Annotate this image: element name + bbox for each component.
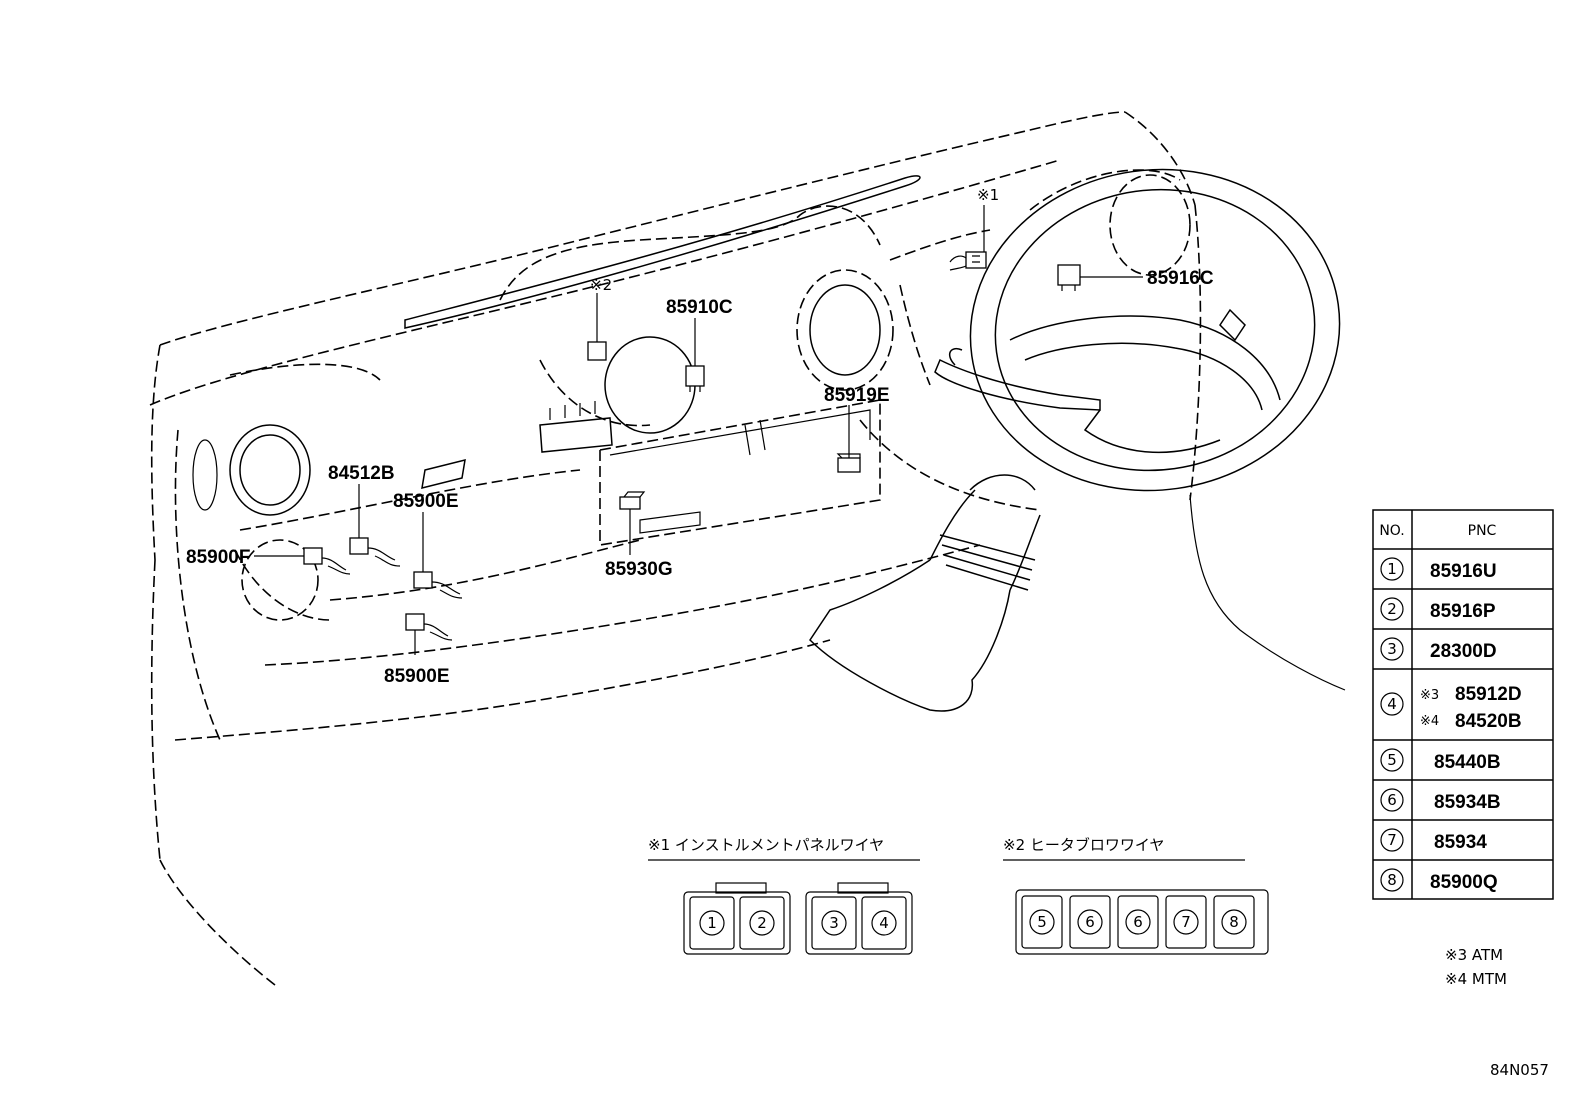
- connector-slot-number: 8: [1229, 913, 1239, 931]
- connector-slot-number: 6: [1085, 913, 1095, 931]
- steering-wheel: [809, 168, 1341, 712]
- table-row-pnc: 85912D: [1455, 684, 1522, 705]
- pnc-table: NO. PNC 1 85916U 2 85916P 3 28300D 4 ※3 …: [1372, 509, 1554, 900]
- callout-label: 85919E: [824, 385, 890, 406]
- table-row-pnc: 85916P: [1430, 601, 1496, 622]
- connector-slot-number: 6: [1133, 913, 1143, 931]
- relay-note1: [949, 251, 987, 271]
- table-row-pnc: 85934B: [1434, 792, 1501, 813]
- note-mark: ※1: [977, 186, 999, 204]
- note-mark: ※2: [590, 276, 612, 294]
- table-row-mark: ※4: [1420, 714, 1439, 729]
- callout-labels: 85916C 85910C 85919E 84512B 85900E 85900…: [186, 186, 1214, 687]
- connector-slot-number: 7: [1181, 913, 1191, 931]
- table-row-pnc: 85440B: [1434, 752, 1501, 773]
- relay-symbols: [303, 251, 1081, 641]
- table-row-no: 4: [1387, 695, 1397, 713]
- footnote-atm: ※3 ATM: [1445, 946, 1503, 964]
- table-row-pnc: 85900Q: [1430, 872, 1498, 893]
- table-row-no: 3: [1387, 640, 1397, 658]
- connector-slot-number: 5: [1037, 913, 1047, 931]
- wire1-title: ※1 インストルメントパネルワイヤ: [648, 836, 884, 854]
- relay-85900e-lower: [405, 613, 453, 641]
- footnotes: ※3 ATM ※4 MTM 84N057: [1445, 946, 1549, 1079]
- callout-label: 85900E: [393, 491, 459, 512]
- callout-label: 85930G: [605, 559, 673, 580]
- table-row-no: 5: [1387, 751, 1397, 769]
- table-row-pnc: 85916U: [1430, 561, 1497, 582]
- callout-label: 84512B: [328, 463, 395, 484]
- relay-84512b: [349, 537, 401, 567]
- table-row-no: 1: [1387, 560, 1397, 578]
- table-row-no: 6: [1387, 791, 1397, 809]
- table-row-pnc: 28300D: [1430, 641, 1497, 662]
- table-header-no: NO.: [1379, 523, 1404, 539]
- wire2-title: ※2 ヒータブロワワイヤ: [1003, 836, 1164, 854]
- table-row-mark: ※3: [1420, 688, 1439, 703]
- relay-85900e-upper: [413, 571, 463, 599]
- relay-85910c: [685, 365, 705, 392]
- callout-label: 85910C: [666, 297, 733, 318]
- table-row-no: 8: [1387, 871, 1397, 889]
- dashboard-outline: [149, 111, 1346, 986]
- callout-label: 85900F: [186, 547, 250, 568]
- callout-label: 85916C: [1147, 268, 1214, 289]
- relay-note2: [587, 341, 607, 361]
- table-row-pnc: 85934: [1434, 832, 1487, 853]
- leader-lines: [254, 205, 1143, 655]
- wire-legend-2: ※2 ヒータブロワワイヤ 5 6 6 7 8: [1003, 836, 1269, 955]
- connector-slot-number: 1: [707, 914, 717, 932]
- footnote-mtm: ※4 MTM: [1445, 970, 1507, 988]
- relay-85900f: [303, 547, 351, 575]
- drawing-code: 84N057: [1490, 1061, 1549, 1079]
- relay-85916c: [1057, 264, 1081, 291]
- table-row-pnc: 84520B: [1455, 711, 1522, 732]
- callout-label: 85900E: [384, 666, 450, 687]
- table-row-no: 2: [1387, 600, 1397, 618]
- table-row-no: 7: [1387, 831, 1397, 849]
- connector-slot-number: 2: [757, 914, 767, 932]
- connector-slot-number: 4: [879, 914, 889, 932]
- connector-slot-number: 3: [829, 914, 839, 932]
- relay-85930g: [619, 491, 646, 510]
- table-header-pnc: PNC: [1468, 523, 1497, 539]
- wire-legend-1: ※1 インストルメントパネルワイヤ 1 2 3 4: [648, 836, 920, 955]
